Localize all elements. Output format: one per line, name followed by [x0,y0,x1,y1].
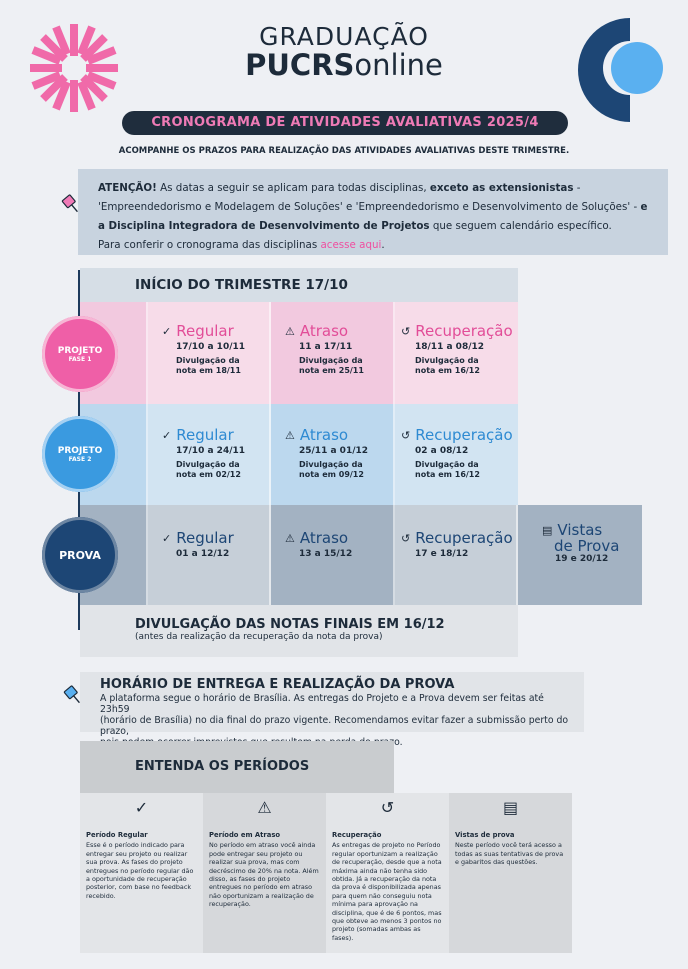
history-icon: ↺ [401,531,411,545]
attention-notice: ATENÇÃO! As datas a seguir se aplicam pa… [78,169,668,255]
warning-triangle-icon: ⚠ [285,324,295,338]
page-title-banner: CRONOGRAMA DE ATIVIDADES AVALIATIVAS 202… [122,111,568,135]
check-circle-icon: ✓ [162,531,172,545]
cell-regular: ✓Regular 01 a 12/12 [148,505,271,605]
document-list-icon: ▤ [542,524,553,537]
prova-badge: PROVA [42,517,118,593]
page-subtitle: ACOMPANHE OS PRAZOS PARA REALIZAÇÃO DAS … [118,146,570,156]
history-icon: ↺ [326,793,449,821]
warning-triangle-icon: ⚠ [203,793,326,821]
check-circle-icon: ✓ [80,793,203,821]
final-grades-bar: DIVULGAÇÃO DAS NOTAS FINAIS EM 16/12 (an… [80,605,518,657]
horario-section: HORÁRIO DE ENTREGA E REALIZAÇÃO DA PROVA… [80,672,584,748]
document-list-icon: ▤ [449,793,572,821]
blue-circle-logo [578,18,663,122]
row-prova: ✓Regular 01 a 12/12 ⚠Atraso 13 a 15/12 ↺… [80,505,642,605]
cell-recuperacao: ↺Recuperação 17 e 18/12 [395,505,518,605]
cell-atraso: ⚠Atraso 13 a 15/12 [271,505,395,605]
logo-graduacao: GRADUAÇÃO [259,22,429,51]
warning-triangle-icon: ⚠ [285,428,295,442]
logo-pucrs-online: PUCRSonline [245,48,443,82]
cell-recuperacao: ↺Recuperação 18/11 a 08/12 Divulgação da… [395,302,518,404]
pushpin-icon [63,685,80,704]
check-circle-icon: ✓ [162,428,172,442]
pink-starburst-logo [30,24,118,112]
access-link[interactable]: acesse aqui [320,239,382,251]
entenda-periodos-heading: ENTENDA OS PERÍODOS [80,741,394,793]
pushpin-icon [61,194,78,213]
history-icon: ↺ [401,428,411,442]
cell-vistas-de-prova: ▤Vistas de Prova 19 e 20/12 [518,505,642,605]
term-start-bar: INÍCIO DO TRIMESTRE 17/10 [80,268,518,302]
check-circle-icon: ✓ [162,324,172,338]
history-icon: ↺ [401,324,411,338]
warning-triangle-icon: ⚠ [285,531,295,545]
